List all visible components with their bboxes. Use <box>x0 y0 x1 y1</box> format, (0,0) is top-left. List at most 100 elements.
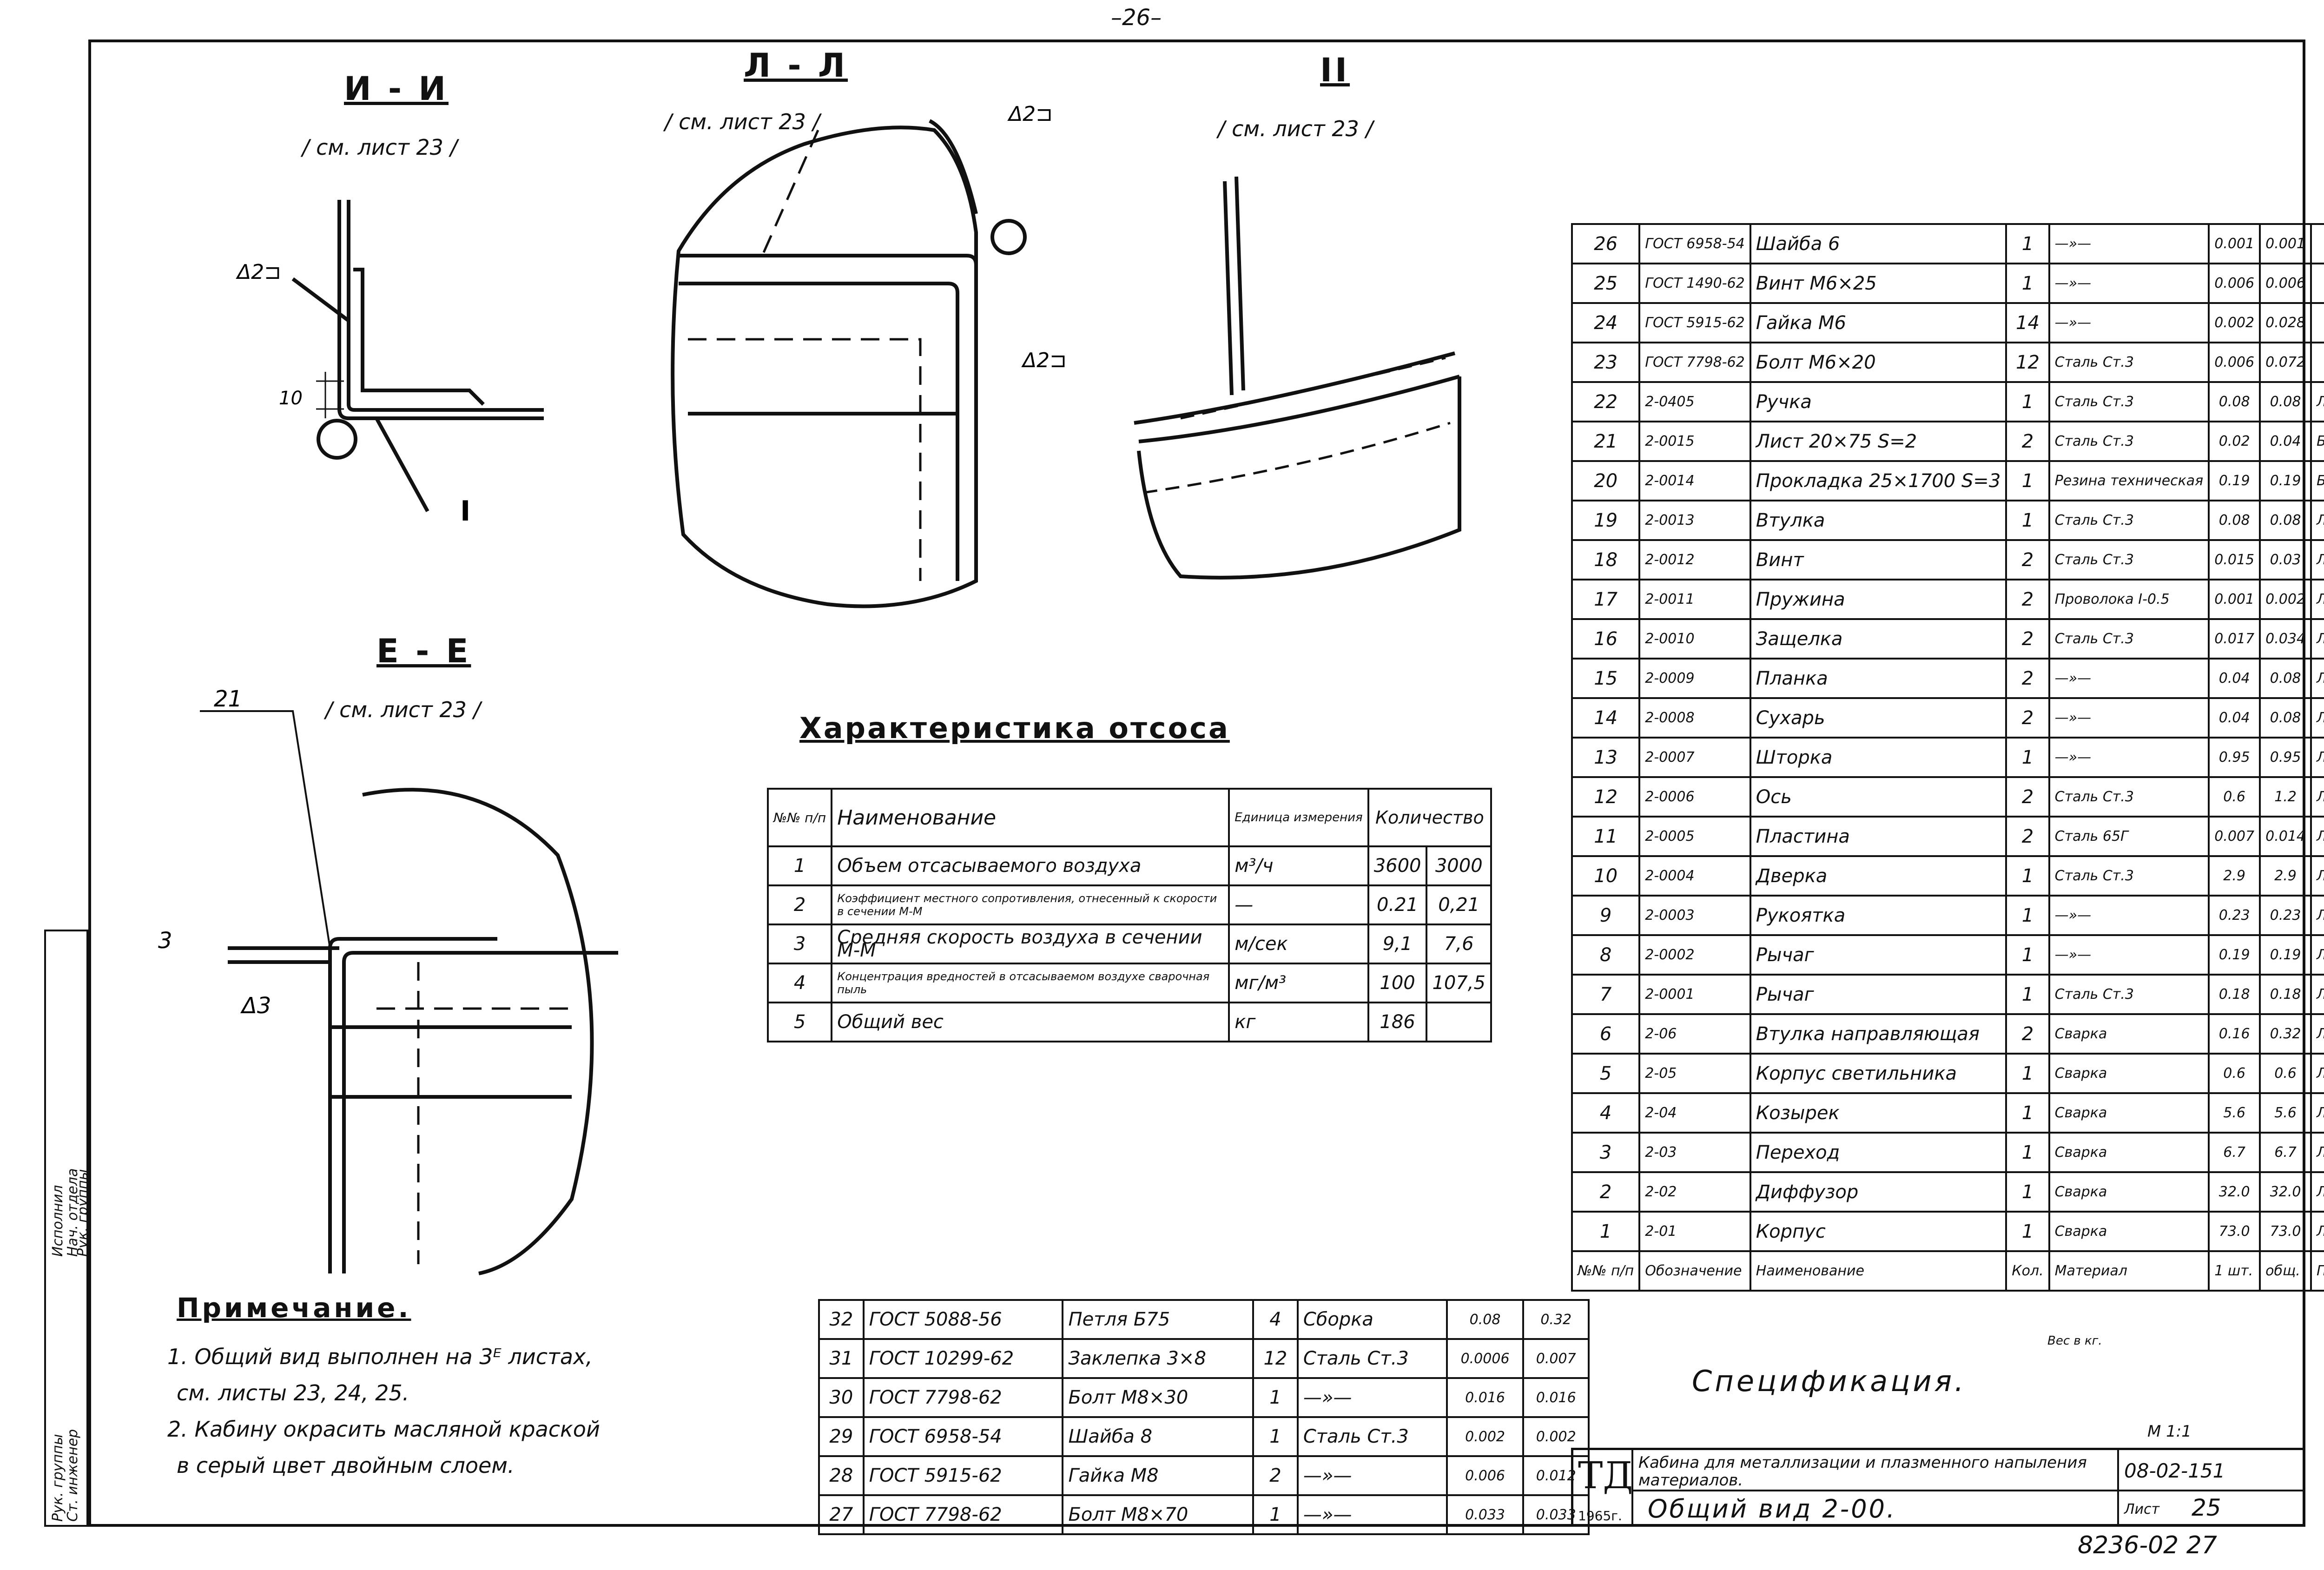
weld-label-ee: Δ3 <box>240 993 271 1019</box>
cell-w2: 1.2 <box>2259 776 2312 818</box>
sheet-number: 25 <box>2192 1494 2221 1521</box>
cell-mat: —»— <box>1296 1494 1448 1535</box>
cell-des: ГОСТ 6958-54 <box>1638 223 1751 264</box>
cell-name: Переход <box>1749 1132 2007 1173</box>
char-name: Концентрация вредностей в отсасываемом в… <box>831 963 1230 1003</box>
char-num: 4 <box>766 963 833 1003</box>
cell-des: 2-0007 <box>1638 737 1751 778</box>
cell-w1: 0.6 <box>2208 1053 2261 1094</box>
cell-w1: 0.18 <box>2208 974 2261 1015</box>
cell-q: 1 <box>2005 895 2050 936</box>
cell-w1: 5.6 <box>2208 1092 2261 1134</box>
cell-name: Рычаг <box>1749 974 2007 1015</box>
cell-n: 18 <box>1571 539 1641 581</box>
cell-w1: 0.95 <box>2208 737 2261 778</box>
cell-des: ГОСТ 5915-62 <box>1638 302 1751 343</box>
title-block: ТД 1965г. Кабина для металлизации и плаз… <box>1571 1448 2305 1527</box>
cell-mat: Сталь Ст.3 <box>2048 618 2210 660</box>
char-unit: — <box>1228 884 1369 925</box>
cell-n: 16 <box>1571 618 1641 660</box>
cell-w2: 0.19 <box>2259 460 2312 501</box>
cell-des: 2-0006 <box>1638 776 1751 818</box>
cell-n: 24 <box>1571 302 1641 343</box>
side-strip-item: Исполнил <box>50 1185 66 1257</box>
cell-q: 14 <box>2005 302 2050 343</box>
cell-w1: 0.002 <box>2208 302 2261 343</box>
cell-note <box>2310 342 2324 383</box>
cell-q: 12 <box>2005 342 2050 383</box>
callout-ee: 21 <box>214 688 242 712</box>
cell-des: 2-0001 <box>1638 974 1751 1015</box>
cell-w2: 0.18 <box>2259 974 2312 1015</box>
side-strip-item: Ст. инженер <box>65 1429 81 1522</box>
weld-label-ll-1: Δ2⊐ <box>1007 102 1053 126</box>
char-unit: кг <box>1228 1002 1369 1042</box>
cell-des: 2-0405 <box>1638 381 1751 422</box>
cell-note: Б/ч <box>2310 460 2324 501</box>
drawing-code: 08-02-151 <box>2124 1459 2225 1482</box>
cell-name: Прокладка 25×1700 S=3 <box>1749 460 2007 501</box>
cell-q: 1 <box>2005 737 2050 778</box>
cell-note: Лист 29 <box>2310 500 2324 541</box>
cell-name: Дверка <box>1749 855 2007 897</box>
cell-des: 2-0003 <box>1638 895 1751 936</box>
cell-q: 2 <box>2005 618 2050 660</box>
dimension-ii: 10 <box>279 388 303 409</box>
cell-des: 2-0008 <box>1638 697 1751 739</box>
header-num: №№ п/п <box>766 788 833 847</box>
cell-name: Петля Б75 <box>1062 1299 1254 1340</box>
cell-name: Пластина <box>1749 816 2007 857</box>
char-value-a: 0.21 <box>1367 884 1428 925</box>
cell-w1: 0.02 <box>2208 421 2261 462</box>
cell-q: 2 <box>2005 1013 2050 1055</box>
cell-n: 29 <box>818 1416 865 1457</box>
cell-n: 32 <box>818 1299 865 1340</box>
cell-name: Ось <box>1749 776 2007 818</box>
cell-w1: 32.0 <box>2208 1171 2261 1213</box>
cell-w2: 0.08 <box>2259 697 2312 739</box>
cell-w1: 0.23 <box>2208 895 2261 936</box>
cell-q: 1 <box>1252 1377 1299 1418</box>
year: 1965г. <box>1578 1508 1622 1524</box>
sheet-label: Лист <box>2124 1501 2160 1517</box>
cell-q: 12 <box>1252 1338 1299 1379</box>
note-line: 1. Общий вид выполнен на 3ᴱ листах, <box>167 1344 593 1369</box>
description: Кабина для металлизации и плазменного на… <box>1638 1453 2087 1490</box>
cell-mat: Сталь Ст.3 <box>2048 974 2210 1015</box>
cell-w2: 0.04 <box>2259 421 2312 462</box>
view-ref-ll: / см. лист 23 / <box>665 109 820 134</box>
cell-name: Болт М8×30 <box>1062 1377 1254 1418</box>
weld-label-ii: Δ2⊐ <box>236 260 281 284</box>
cell-mat: Сталь Ст.3 <box>2048 539 2210 581</box>
cell-n: 22 <box>1571 381 1641 422</box>
cell-w2: 0.016 <box>1522 1377 1590 1418</box>
cell-mat: Сборка <box>1296 1299 1448 1340</box>
cell-note: Б/ч <box>2310 421 2324 462</box>
cell-mat: Сварка <box>2048 1013 2210 1055</box>
cell-name: Ручка <box>1749 381 2007 422</box>
cell-n: 31 <box>818 1338 865 1379</box>
cell-des: 2-04 <box>1638 1092 1751 1134</box>
cell-mat: Сталь Ст.3 <box>2048 342 2210 383</box>
cell-n: 25 <box>1571 263 1641 304</box>
cell-w1: 0.16 <box>2208 1013 2261 1055</box>
cell-w2: 0.034 <box>2259 618 2312 660</box>
cell-name: Втулка направляющая <box>1749 1013 2007 1055</box>
view-title-ee: Е - Е <box>376 632 471 670</box>
cell-n: 27 <box>818 1494 865 1535</box>
cell-des: 2-0011 <box>1638 579 1751 620</box>
char-value-a: 9,1 <box>1367 924 1428 964</box>
note-line: 2. Кабину окрасить масляной краской <box>167 1417 600 1442</box>
cell-mat: Сталь Ст.3 <box>2048 421 2210 462</box>
